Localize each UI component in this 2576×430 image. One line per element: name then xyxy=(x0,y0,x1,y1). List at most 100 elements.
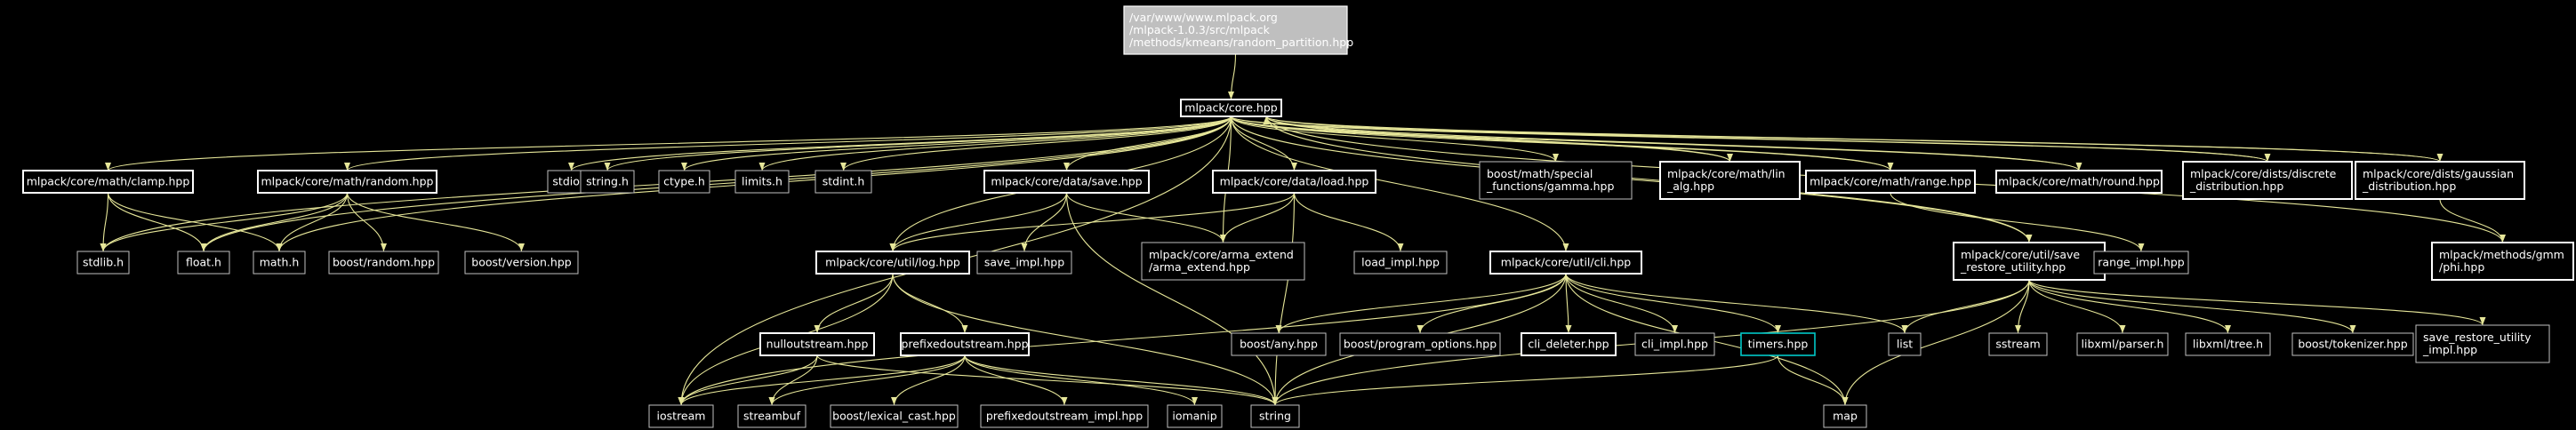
node-clamp[interactable]: mlpack/core/math/clamp.hpp xyxy=(22,170,194,194)
node-log[interactable]: mlpack/core/util/log.hpp xyxy=(815,251,970,275)
node-timers[interactable]: timers.hpp xyxy=(1740,332,1816,356)
node-box xyxy=(2415,324,2550,363)
node-libxmlparser[interactable]: libxml/parser.h xyxy=(2076,332,2169,356)
edge-line xyxy=(1230,115,1557,163)
node-prefixed[interactable]: prefixedoutstream.hpp xyxy=(900,332,1030,356)
node-math[interactable]: math.h xyxy=(253,251,306,275)
node-gaussian[interactable]: mlpack/core/dists/gaussian_distribution.… xyxy=(2355,161,2525,200)
node-save[interactable]: mlpack/core/data/save.hpp xyxy=(983,170,1150,194)
node-libxmltree[interactable]: libxml/tree.h xyxy=(2185,332,2271,356)
node-label: stdlib.h xyxy=(83,256,124,269)
node-iostream[interactable]: iostream xyxy=(648,404,714,428)
node-float[interactable]: float.h xyxy=(177,251,230,275)
edge-line xyxy=(346,115,1232,171)
node-armaextend[interactable]: mlpack/core/arma_extend/arma_extend.hpp xyxy=(1141,242,1305,281)
node-cli[interactable]: mlpack/core/util/cli.hpp xyxy=(1489,251,1642,275)
node-random[interactable]: mlpack/core/math/random.hpp xyxy=(257,170,437,194)
node-cliimpl[interactable]: cli_impl.hpp xyxy=(1634,332,1715,356)
node-box xyxy=(648,404,714,428)
node-ctype[interactable]: ctype.h xyxy=(658,170,710,194)
node-saverestore[interactable]: mlpack/core/util/save_restore_utility.hp… xyxy=(1953,242,2106,281)
node-box xyxy=(734,170,790,194)
node-clideleter[interactable]: cli_deleter.hpp xyxy=(1521,332,1617,356)
edge-line xyxy=(1890,192,2142,252)
node-string[interactable]: string xyxy=(1250,404,1300,428)
node-lexicalcast[interactable]: boost/lexical_cast.hpp xyxy=(830,404,959,428)
node-label: math.h xyxy=(260,256,300,269)
edge-arrowhead xyxy=(276,243,283,251)
node-prefixedimpl[interactable]: prefixedoutstream_impl.hpp xyxy=(980,404,1149,428)
edge-line xyxy=(1265,115,2080,171)
node-linalg[interactable]: mlpack/core/math/lin_alg.hpp xyxy=(1659,161,1801,200)
edge-core-string_h xyxy=(604,115,1232,171)
node-boostany[interactable]: boost/any.hpp xyxy=(1231,332,1327,356)
node-label: nulloutstream.hpp xyxy=(766,338,869,351)
edge-arrowhead xyxy=(1672,325,1678,333)
edge-core-random xyxy=(344,115,1232,171)
edge-saverestore-tokenizer xyxy=(2028,279,2356,334)
node-map[interactable]: map xyxy=(1823,404,1867,428)
node-progopts[interactable]: boost/program_options.hpp xyxy=(1339,332,1501,356)
node-loadimpl[interactable]: load_impl.hpp xyxy=(1353,251,1448,275)
node-nullout[interactable]: nulloutstream.hpp xyxy=(759,332,875,356)
node-gmmphi[interactable]: mlpack/methods/gmm/phi.hpp xyxy=(2431,242,2574,281)
node-label: _functions/gamma.hpp xyxy=(1486,179,1614,193)
node-round[interactable]: mlpack/core/math/round.hpp xyxy=(1995,170,2163,194)
node-rangeimpl[interactable]: range_impl.hpp xyxy=(2093,251,2189,275)
node-sstream[interactable]: sstream xyxy=(1988,332,2048,356)
node-label: load_impl.hpp xyxy=(1361,256,1440,269)
edge-line xyxy=(1777,354,1846,406)
node-box xyxy=(658,170,710,194)
edge-arrowhead xyxy=(1553,154,1559,162)
node-boostrandom[interactable]: boost/random.hpp xyxy=(328,251,439,275)
node-label: _impl.hpp xyxy=(2422,343,2477,356)
edge-core-gamma xyxy=(1230,115,1559,163)
node-tokenizer[interactable]: boost/tokenizer.hpp xyxy=(2291,332,2414,356)
edge-cli-timers xyxy=(1565,273,1781,334)
node-string_h[interactable]: string.h xyxy=(580,170,635,194)
node-limits[interactable]: limits.h xyxy=(734,170,790,194)
edge-line xyxy=(1293,192,1401,252)
node-box xyxy=(976,251,1072,275)
node-boostversion[interactable]: boost/version.hpp xyxy=(464,251,579,275)
edge-saverestore-saverestoreimpl xyxy=(2028,279,2486,326)
node-box xyxy=(2093,251,2189,275)
node-discrete[interactable]: mlpack/core/dists/discrete_distribution.… xyxy=(2182,161,2353,200)
node-range[interactable]: mlpack/core/math/range.hpp xyxy=(1805,170,1976,194)
edge-line xyxy=(816,354,1276,406)
node-core[interactable]: mlpack/core.hpp xyxy=(1180,99,1282,117)
edge-arrowhead xyxy=(2479,317,2486,325)
node-saveimpl[interactable]: save_impl.hpp xyxy=(976,251,1072,275)
edge-line xyxy=(964,354,1276,406)
edge-core-limits xyxy=(758,115,1232,171)
node-iomanip[interactable]: iomanip xyxy=(1167,404,1223,428)
node-label: _distribution.hpp xyxy=(2189,179,2283,193)
edge-save-string xyxy=(1065,192,1279,406)
edge-arrowhead xyxy=(758,163,766,171)
edge-arrowhead xyxy=(681,163,687,171)
node-stdlib[interactable]: stdlib.h xyxy=(76,251,130,275)
node-box xyxy=(815,170,872,194)
edge-gaussian-gmmphi xyxy=(2439,198,2506,243)
edge-arrowhead xyxy=(1562,243,1569,251)
edge-line xyxy=(102,192,349,252)
node-saverestoreimpl[interactable]: save_restore_utility_impl.hpp xyxy=(2415,324,2550,363)
edge-arrowhead xyxy=(1887,163,1894,171)
node-root[interactable]: /var/www/www.mlpack.org/mlpack-1.0.3/src… xyxy=(1123,5,1353,55)
node-label: limits.h xyxy=(742,175,782,188)
node-stdint[interactable]: stdint.h xyxy=(815,170,872,194)
edge-core-clamp xyxy=(105,115,1232,171)
node-box xyxy=(1953,242,2106,281)
edge-saverestore-list xyxy=(1901,279,2030,334)
node-gamma[interactable]: boost/math/special_functions/gamma.hpp xyxy=(1479,161,1633,200)
edge-random-float xyxy=(200,192,349,252)
edge-line xyxy=(1565,273,1906,334)
edge-cli-iostream xyxy=(678,273,1567,406)
node-load[interactable]: mlpack/core/data/load.hpp xyxy=(1212,170,1376,194)
node-box xyxy=(177,251,230,275)
node-streambuf[interactable]: streambuf xyxy=(737,404,807,428)
node-label: boost/math/special xyxy=(1487,167,1593,180)
node-label: cli_impl.hpp xyxy=(1641,338,1708,351)
node-list[interactable]: list xyxy=(1888,332,1922,356)
node-box xyxy=(1521,332,1617,356)
